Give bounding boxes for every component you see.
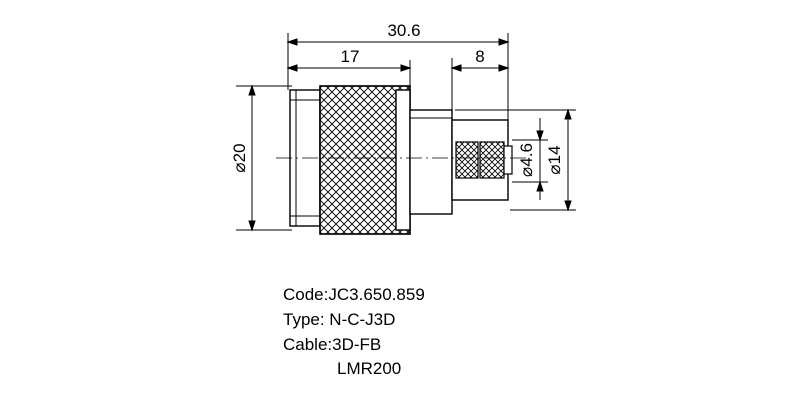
spec-type: Type: N-C-J3D — [283, 310, 396, 329]
dim-crimp-length-label: 8 — [475, 47, 484, 66]
dim-overall-length-label: 30.6 — [387, 21, 420, 40]
body-diameter-value: 20 — [230, 143, 249, 162]
dim-pin-diameter — [512, 118, 548, 200]
dim-crimp-length — [450, 58, 510, 120]
dim-body-diameter-label: ⌀20 — [230, 143, 249, 172]
crimp-knurl-right — [479, 141, 505, 179]
spec-cable: Cable:3D-FB — [283, 335, 382, 354]
connector-outline — [289, 85, 513, 235]
dim-nut-length-label: 17 — [341, 47, 360, 66]
pin-diameter-value: 4.6 — [517, 143, 536, 167]
dim-crimp-diameter-label: ⌀14 — [545, 145, 564, 174]
spec-cable-alt: LMR200 — [337, 359, 402, 378]
dim-nut-length — [286, 60, 412, 90]
dim-pin-diameter-label: ⌀4.6 — [517, 143, 536, 177]
dim-crimp-diameter — [455, 108, 576, 212]
diameter-symbol: ⌀ — [545, 164, 564, 174]
diameter-symbol: ⌀ — [517, 167, 536, 177]
cable-end — [503, 145, 513, 175]
diameter-symbol: ⌀ — [230, 162, 249, 172]
dim-body-diameter — [236, 84, 292, 232]
crimp-knurl-left — [455, 141, 479, 179]
spec-code: Code:JC3.650.859 — [283, 285, 425, 304]
crimp-diameter-value: 14 — [545, 145, 564, 164]
connector-front-body — [409, 109, 453, 215]
